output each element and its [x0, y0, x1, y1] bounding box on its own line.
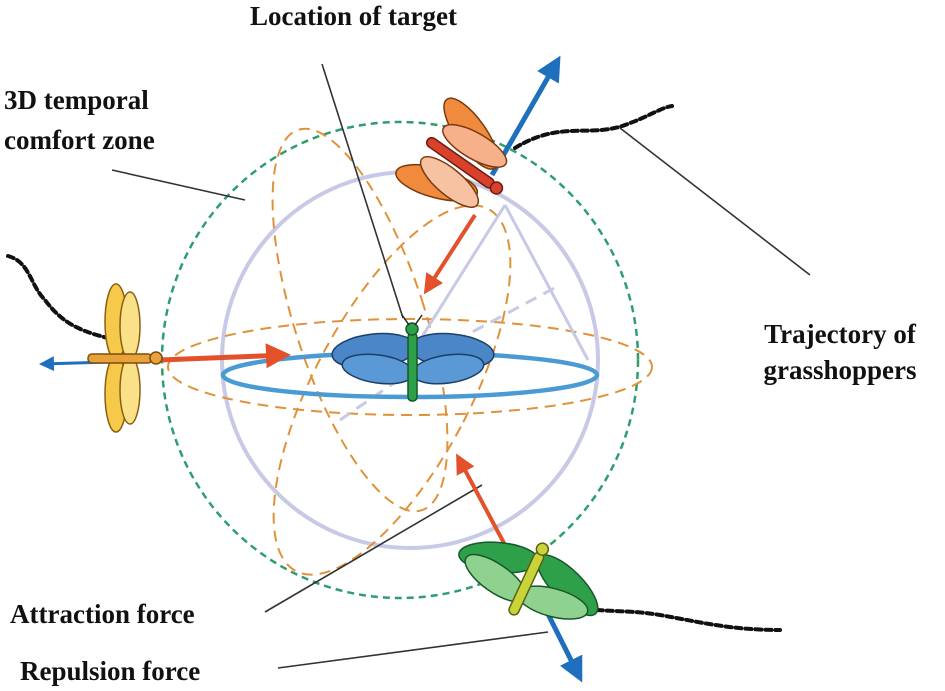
- leader-trajectory: [619, 127, 811, 276]
- leader-repulsion: [277, 631, 549, 669]
- label-comfort-zone-line2: comfort zone: [4, 125, 155, 155]
- attraction-arrow-top: [423, 213, 477, 295]
- label-trajectory-line1: Trajectory of: [764, 319, 916, 349]
- leader-target: [321, 63, 404, 319]
- grasshopper-bottom-icon: [458, 541, 599, 620]
- orbit-tilted-b: [271, 127, 449, 513]
- attraction-arrow-bottom: [456, 453, 507, 546]
- orbit-tilted-a: [272, 204, 512, 576]
- leader-lines: [111, 63, 811, 669]
- guide-radius-down: [503, 204, 590, 361]
- attraction-arrow-left: [159, 343, 291, 369]
- label-repulsion: Repulsion force: [20, 656, 201, 686]
- guide-radius-up: [418, 204, 507, 341]
- orbit-ellipses: [167, 127, 653, 576]
- leader-attraction: [264, 484, 483, 613]
- orbit-horizontal: [167, 318, 653, 416]
- trajectory-top-right: [513, 104, 674, 150]
- label-attraction: Attraction force: [10, 599, 195, 629]
- leader-comfort-zone: [111, 169, 246, 201]
- label-comfort-zone-line1: 3D temporal: [4, 85, 149, 115]
- grasshopper-center-icon: [331, 314, 495, 402]
- label-target: Location of target: [250, 1, 457, 31]
- grasshopper-top-right-icon: [395, 97, 508, 208]
- grasshopper-left-icon: [87, 283, 163, 433]
- label-trajectory-line2: grasshoppers: [763, 355, 917, 385]
- trajectory-left: [6, 254, 110, 340]
